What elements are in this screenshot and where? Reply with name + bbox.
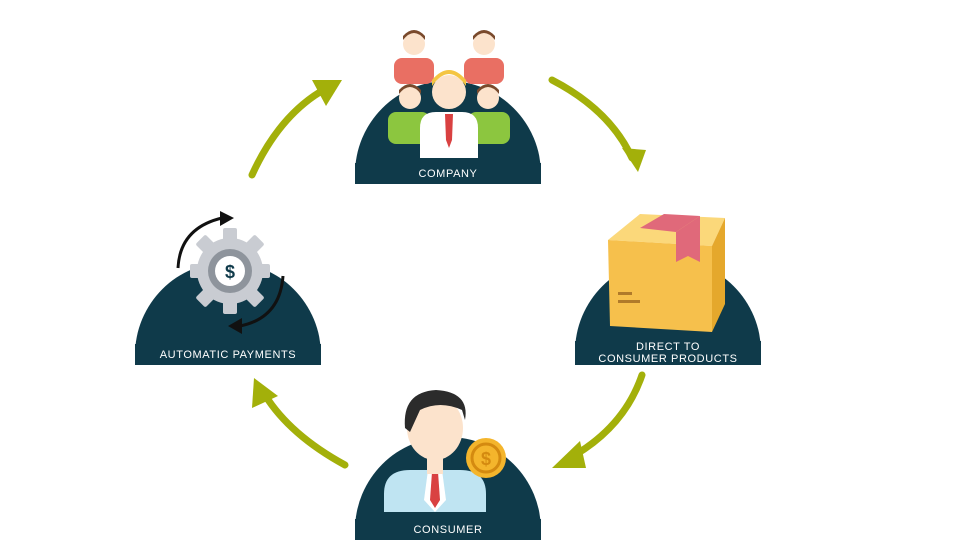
- label-products-line2: CONSUMER PRODUCTS: [598, 353, 738, 365]
- team-icon: [388, 30, 510, 158]
- label-payments-text: AUTOMATIC PAYMENTS: [159, 348, 297, 361]
- node-consumer: $: [355, 390, 541, 530]
- svg-text:$: $: [481, 449, 491, 469]
- arrow-company-to-products: [548, 76, 636, 162]
- arrow-consumer-to-payments: [261, 391, 349, 469]
- arrow-head-products: [622, 148, 646, 172]
- label-payments: AUTOMATIC PAYMENTS: [135, 344, 321, 365]
- label-company: COMPANY: [355, 163, 541, 184]
- arrow-products-to-consumer: [571, 371, 646, 459]
- arrow-head-consumer: [552, 441, 586, 468]
- customer-with-coin-icon: $: [384, 390, 506, 512]
- label-products: DIRECT TO CONSUMER PRODUCTS: [575, 341, 761, 365]
- arrow-payments-to-company: [248, 88, 324, 179]
- svg-text:$: $: [225, 262, 235, 282]
- label-consumer-text: CONSUMER: [413, 523, 483, 536]
- gear-dollar-cycle-icon: $: [176, 211, 285, 334]
- arrow-head-company: [312, 80, 342, 106]
- label-consumer: CONSUMER: [355, 519, 541, 540]
- arrow-head-payments: [252, 378, 278, 408]
- label-products-line1: DIRECT TO: [635, 341, 701, 353]
- cycle-arrows: [248, 76, 646, 469]
- node-payments: $: [135, 211, 321, 355]
- label-company-text: COMPANY: [418, 167, 478, 180]
- box-icon: [608, 214, 725, 332]
- node-products: [575, 214, 761, 352]
- node-company: [355, 30, 541, 174]
